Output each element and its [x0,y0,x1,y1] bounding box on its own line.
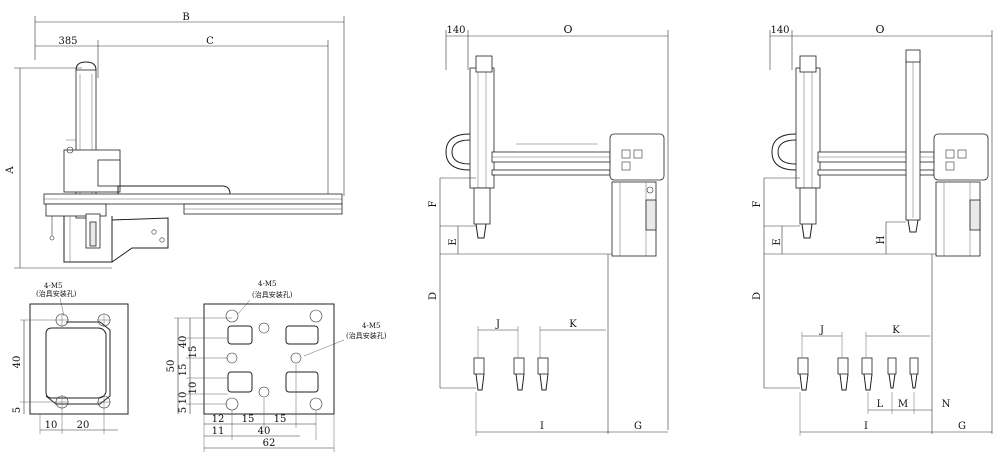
small-plate-dim-40: 40 [12,356,23,369]
dim-label-b: B [182,12,189,23]
large-plate-dim-15-h2: 15 [274,414,287,425]
mid-dim-f: F [428,200,439,207]
small-plate-holes-note: (治具安装孔) [36,289,77,298]
mid-dim-k: K [569,319,577,330]
large-plate-dim-15-h1: 15 [242,414,255,425]
large-plate-dim-15-v1: 15 [178,364,189,377]
mid-dim-140: 140 [446,25,465,36]
large-plate-top-holes-label: 4-M5 [258,280,276,288]
large-plate-dim-10-v1: 10 [188,382,199,395]
large-plate-dim-12: 12 [212,414,225,425]
small-plate-dim-5: 5 [12,407,23,413]
right-dim-f: F [752,200,763,207]
right-dim-n: N [942,399,951,410]
right-dim-i: I [864,421,868,432]
large-plate-dim-5-v: 5 [178,407,189,413]
right-dim-j: J [819,325,824,336]
right-dim-e: E [772,238,783,245]
right-gripper-5 [909,357,919,389]
small-fixture-plate: 4-M5 (治具安装孔) 40 5 10 20 [12,282,129,434]
right-dim-m: M [898,399,908,410]
right-gripper-4 [887,357,897,389]
small-plate-dim-20: 20 [77,420,90,431]
right-gripper-1 [797,357,809,391]
mid-dim-o: O [563,23,572,36]
right-gripper-2 [837,357,849,391]
mid-dim-d: D [428,292,439,300]
right-gripper-3 [861,357,873,391]
large-plate-right-holes-note: (治具安装孔) [346,331,387,340]
left-side-elevation: B 385 C A [5,12,345,269]
mid-dim-j: J [495,319,500,330]
dim-label-a: A [5,166,16,175]
small-plate-dim-10: 10 [45,420,58,431]
large-fixture-plate: 4-M5 (治具安装孔) 4-M5 (治具安装孔) 50 40 15 10 10… [166,280,387,452]
large-plate-dim-62: 62 [263,438,276,449]
mid-dim-g: G [634,421,642,432]
mid-dim-i: I [540,421,544,432]
right-front-elevation: 140 O F E H [752,23,993,436]
large-plate-dim-10-v2: 10 [178,392,189,405]
dim-label-c: C [206,36,214,47]
right-dim-h: H [876,235,887,244]
right-dim-d: D [752,292,763,300]
mid-gripper-1 [473,357,485,391]
right-dim-g: G [958,421,966,432]
large-plate-top-holes-note: (治具安装孔) [252,290,293,299]
large-plate-right-holes-label: 4-M5 [362,322,380,330]
large-plate-dim-15-v2: 15 [188,346,199,359]
large-plate-dim-50: 50 [166,360,177,373]
right-dim-o: O [875,23,884,36]
mid-gripper-3 [537,357,549,391]
large-plate-dim-11: 11 [212,426,225,437]
right-dim-140: 140 [770,25,789,36]
dim-label-385: 385 [58,36,77,47]
mid-gripper-2 [513,357,525,391]
right-dim-k: K [892,325,900,336]
mid-dim-e: E [448,238,459,245]
middle-front-elevation: 140 O F E D [428,23,669,436]
small-plate-holes-label: 4-M5 [44,282,62,290]
large-plate-dim-40-v: 40 [178,336,189,349]
right-dim-l: L [877,399,884,410]
large-plate-dim-40-h: 40 [258,426,271,437]
